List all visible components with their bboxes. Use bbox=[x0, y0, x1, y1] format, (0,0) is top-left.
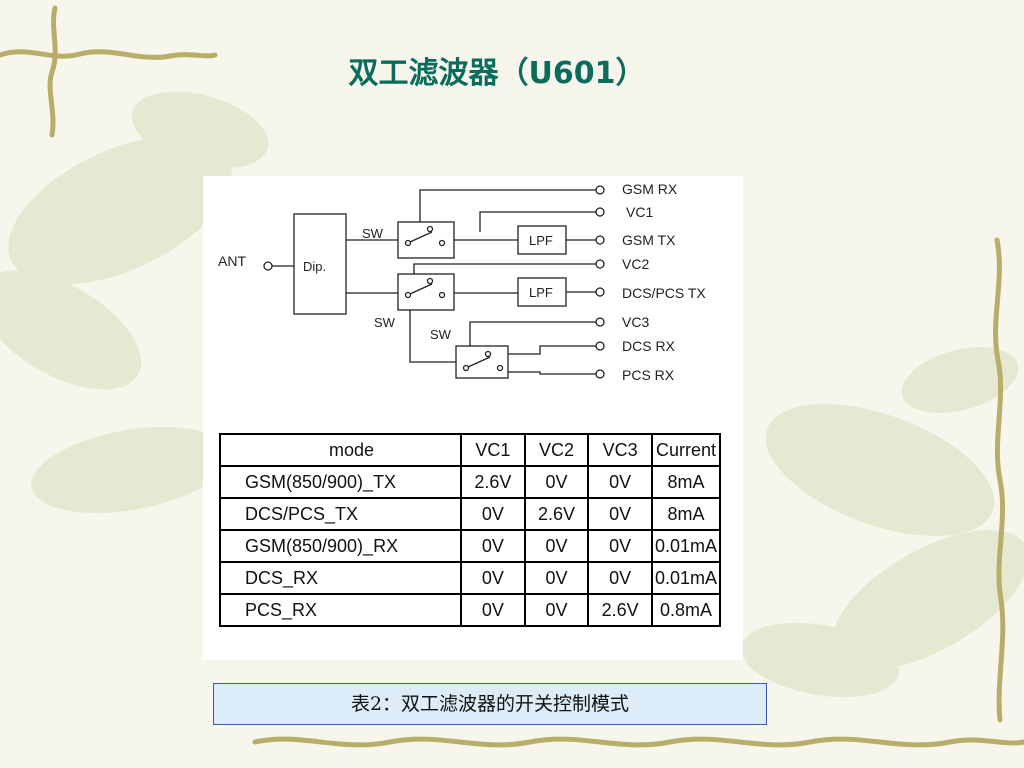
lpf-label-1: LPF bbox=[529, 233, 553, 248]
lpf-1 bbox=[517, 225, 567, 255]
switch-3 bbox=[455, 345, 509, 379]
port-vc3: VC3 bbox=[622, 314, 649, 330]
table-row: PCS_RX 0V 0V 2.6V 0.8mA bbox=[218, 593, 722, 627]
sw-label-1: SW bbox=[362, 226, 384, 241]
table-cell: 0.01mA bbox=[650, 561, 722, 595]
table-cell: 0V bbox=[587, 465, 653, 499]
table-cell: 0V bbox=[523, 529, 590, 563]
table-cell: 0V bbox=[523, 561, 590, 595]
leaf-decoration bbox=[0, 91, 1024, 698]
table-cell: 0V bbox=[587, 561, 653, 595]
table-row: GSM(850/900)_RX 0V 0V 0V 0.01mA bbox=[218, 529, 722, 563]
slide-title: 双工滤波器（U601） bbox=[348, 56, 646, 91]
port-dcs-pcs-tx: DCS/PCS TX bbox=[622, 285, 706, 301]
sw-label-3: SW bbox=[430, 327, 452, 342]
table-cell: 0V bbox=[460, 561, 526, 595]
table-cell: 2.6V bbox=[587, 593, 653, 627]
table-cell: 0V bbox=[587, 529, 653, 563]
port-vc2: VC2 bbox=[622, 256, 649, 272]
table-cell: 0V bbox=[523, 593, 590, 627]
table-cell: 0.8mA bbox=[650, 593, 722, 627]
table-cell: 2.6V bbox=[460, 465, 526, 499]
table-cell: DCS/PCS_TX bbox=[218, 497, 463, 531]
dip-block bbox=[293, 213, 347, 315]
table-row: DCS_RX 0V 0V 0V 0.01mA bbox=[218, 561, 722, 595]
table-cell: 0V bbox=[460, 529, 526, 563]
vine-decoration bbox=[0, 5, 1024, 748]
ant-label: ANT bbox=[218, 253, 246, 269]
table-cell: 0V bbox=[523, 465, 590, 499]
table-cell: 8mA bbox=[650, 465, 722, 499]
switch-2 bbox=[397, 273, 455, 311]
table-cell: 0V bbox=[460, 593, 526, 627]
table-caption: 表2：双工滤波器的开关控制模式 bbox=[213, 683, 767, 725]
table-cell: DCS_RX bbox=[218, 561, 463, 595]
port-gsm-tx: GSM TX bbox=[622, 232, 676, 248]
column-header: mode bbox=[218, 433, 463, 467]
table-cell: GSM(850/900)_TX bbox=[218, 465, 463, 499]
column-header: Current bbox=[650, 433, 722, 467]
port-dcs-rx: DCS RX bbox=[622, 338, 676, 354]
table-cell: PCS_RX bbox=[218, 593, 463, 627]
column-header: VC1 bbox=[460, 433, 526, 467]
table-cell: 0.01mA bbox=[650, 529, 722, 563]
sw-label-2: SW bbox=[374, 315, 396, 330]
column-header: VC2 bbox=[523, 433, 590, 467]
table-cell: 0V bbox=[460, 497, 526, 531]
column-header: VC3 bbox=[587, 433, 653, 467]
table-header-row: mode VC1 VC2 VC3 Current bbox=[218, 433, 722, 467]
port-pcs-rx: PCS RX bbox=[622, 367, 675, 383]
table-cell: 8mA bbox=[650, 497, 722, 531]
switch-1 bbox=[397, 221, 455, 259]
ant-terminal bbox=[263, 261, 273, 271]
table-cell: GSM(850/900)_RX bbox=[218, 529, 463, 563]
table-row: DCS/PCS_TX 0V 2.6V 0V 8mA bbox=[218, 497, 722, 531]
port-gsm-rx: GSM RX bbox=[622, 181, 678, 197]
table-cell: 2.6V bbox=[523, 497, 590, 531]
duplexer-switch-diagram: ANT Dip. SW SW SW LPF LPF GSM RX VC1 GSM… bbox=[218, 181, 706, 383]
switch-mode-table: mode VC1 VC2 VC3 Current GSM(850/900)_TX… bbox=[218, 433, 722, 627]
table-row: GSM(850/900)_TX 2.6V 0V 0V 8mA bbox=[218, 465, 722, 499]
port-vc1: VC1 bbox=[626, 204, 653, 220]
lpf-label-2: LPF bbox=[529, 285, 553, 300]
table-cell: 0V bbox=[587, 497, 653, 531]
dip-label: Dip. bbox=[303, 259, 326, 274]
